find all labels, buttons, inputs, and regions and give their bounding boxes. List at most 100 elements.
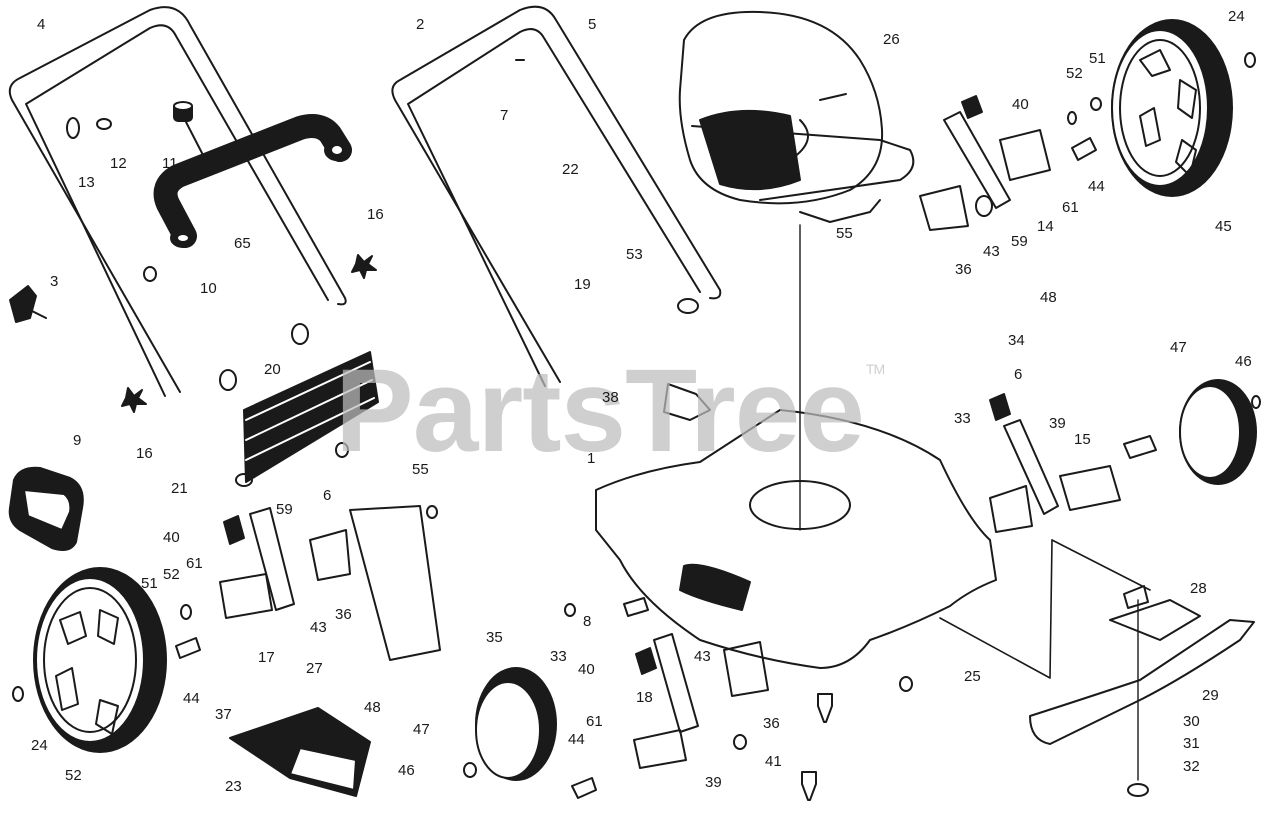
callout-label[interactable]: 36 xyxy=(955,261,972,278)
knob-part[interactable] xyxy=(9,285,47,323)
callout-label[interactable]: 16 xyxy=(136,445,153,462)
callout-label[interactable]: 15 xyxy=(1074,431,1091,448)
baffle-part[interactable] xyxy=(939,539,1151,679)
callout-label[interactable]: 65 xyxy=(234,235,251,252)
front-wheel-right[interactable] xyxy=(1179,379,1257,485)
callout-label[interactable]: 45 xyxy=(1215,218,1232,235)
callout-label[interactable]: 20 xyxy=(264,361,281,378)
blade-adapter-part[interactable] xyxy=(1109,585,1201,641)
callout-label[interactable]: 40 xyxy=(578,661,595,678)
callout-label[interactable]: 24 xyxy=(31,737,48,754)
callout-label[interactable]: 2 xyxy=(416,16,425,33)
height-adjuster-lower-center[interactable] xyxy=(564,597,769,769)
callout-label[interactable]: 23 xyxy=(225,778,242,795)
handle-knob-part[interactable] xyxy=(66,117,80,139)
control-housing-part[interactable] xyxy=(8,466,84,551)
bolt-part[interactable] xyxy=(219,369,237,391)
callout-label[interactable]: 7 xyxy=(500,107,509,124)
callout-label[interactable]: 61 xyxy=(186,555,203,572)
rear-wheel-lower-left[interactable] xyxy=(33,567,167,753)
callout-label[interactable]: 27 xyxy=(306,660,323,677)
blade-part[interactable] xyxy=(1029,619,1255,745)
callout-label[interactable]: 61 xyxy=(1062,199,1079,216)
rear-door-part[interactable] xyxy=(235,351,379,487)
callout-label[interactable]: 43 xyxy=(694,648,711,665)
callout-label[interactable]: 4 xyxy=(37,16,46,33)
callout-label[interactable]: 8 xyxy=(583,613,592,630)
callout-label[interactable]: 6 xyxy=(323,487,332,504)
callout-label[interactable]: 37 xyxy=(215,706,232,723)
wheel-bolt-part[interactable] xyxy=(12,686,24,702)
callout-label[interactable]: 33 xyxy=(954,410,971,427)
washer-part[interactable] xyxy=(143,266,157,282)
callout-label[interactable]: 40 xyxy=(163,529,180,546)
callout-label[interactable]: 40 xyxy=(1012,96,1029,113)
callout-label[interactable]: 11 xyxy=(162,155,178,172)
height-adjuster-upper-right[interactable] xyxy=(919,95,1102,231)
callout-label[interactable]: 3 xyxy=(50,273,59,290)
callout-label[interactable]: 55 xyxy=(836,225,853,242)
bolt-part[interactable] xyxy=(291,323,309,345)
callout-label[interactable]: 44 xyxy=(1088,178,1105,195)
callout-label[interactable]: 39 xyxy=(705,774,722,791)
height-adjuster-lower-right[interactable] xyxy=(989,393,1157,533)
callout-label[interactable]: 48 xyxy=(1040,289,1057,306)
callout-label[interactable]: 10 xyxy=(200,280,217,297)
callout-label[interactable]: 48 xyxy=(364,699,381,716)
cable-bolt-part[interactable] xyxy=(173,101,204,156)
callout-label[interactable]: 47 xyxy=(413,721,430,738)
callout-label[interactable]: 43 xyxy=(310,619,327,636)
callout-label[interactable]: 22 xyxy=(562,161,579,178)
callout-label[interactable]: 44 xyxy=(183,690,200,707)
handle-bolt-part[interactable] xyxy=(677,298,699,314)
lower-handle[interactable] xyxy=(391,5,722,387)
callout-label[interactable]: 36 xyxy=(335,606,352,623)
callout-label[interactable]: 34 xyxy=(1008,332,1025,349)
callout-label[interactable]: 30 xyxy=(1183,713,1200,730)
callout-label[interactable]: 1 xyxy=(587,450,596,467)
callout-label[interactable]: 46 xyxy=(1235,353,1252,370)
callout-label[interactable]: 6 xyxy=(1014,366,1023,383)
callout-label[interactable]: 51 xyxy=(1089,50,1106,67)
callout-label[interactable]: 29 xyxy=(1202,687,1219,704)
callout-label[interactable]: 24 xyxy=(1228,8,1245,25)
bolt-part[interactable] xyxy=(175,637,201,659)
callout-label[interactable]: 31 xyxy=(1183,735,1200,752)
callout-label[interactable]: 12 xyxy=(110,155,127,172)
callout-label[interactable]: 17 xyxy=(258,649,275,666)
star-knob-part[interactable] xyxy=(121,387,147,413)
callout-label[interactable]: 41 xyxy=(765,753,782,770)
engine-assembly[interactable] xyxy=(678,10,915,223)
callout-label[interactable]: 39 xyxy=(1049,415,1066,432)
callout-label[interactable]: 59 xyxy=(1011,233,1028,250)
callout-label[interactable]: 18 xyxy=(636,689,653,706)
callout-label[interactable]: 44 xyxy=(568,731,585,748)
bolt-part[interactable] xyxy=(335,442,349,458)
callout-label[interactable]: 19 xyxy=(574,276,591,293)
washer-part[interactable] xyxy=(463,762,477,778)
height-adjuster-left[interactable] xyxy=(219,505,441,661)
callout-label[interactable]: 51 xyxy=(141,575,158,592)
callout-label[interactable]: 38 xyxy=(602,389,619,406)
callout-label[interactable]: 61 xyxy=(586,713,603,730)
callout-label[interactable]: 47 xyxy=(1170,339,1187,356)
callout-label[interactable]: 26 xyxy=(883,31,900,48)
upper-handle[interactable] xyxy=(8,6,347,397)
callout-label[interactable]: 9 xyxy=(73,432,82,449)
callout-label[interactable]: 5 xyxy=(588,16,597,33)
callout-label[interactable]: 25 xyxy=(964,668,981,685)
callout-label[interactable]: 52 xyxy=(1066,65,1083,82)
washer-part[interactable] xyxy=(899,676,913,692)
callout-label[interactable]: 13 xyxy=(78,174,95,191)
callout-label[interactable]: 16 xyxy=(367,206,384,223)
callout-label[interactable]: 14 xyxy=(1037,218,1054,235)
callout-label[interactable]: 32 xyxy=(1183,758,1200,775)
rear-wheel-upper-right[interactable] xyxy=(1111,19,1233,197)
callout-label[interactable]: 52 xyxy=(65,767,82,784)
wheel-bolt-part[interactable] xyxy=(1251,395,1261,409)
washer-part[interactable] xyxy=(180,604,192,620)
callout-label[interactable]: 28 xyxy=(1190,580,1207,597)
blade-bolt-part[interactable] xyxy=(1127,783,1149,797)
callout-label[interactable]: 46 xyxy=(398,762,415,779)
control-bail-part[interactable] xyxy=(153,114,352,248)
